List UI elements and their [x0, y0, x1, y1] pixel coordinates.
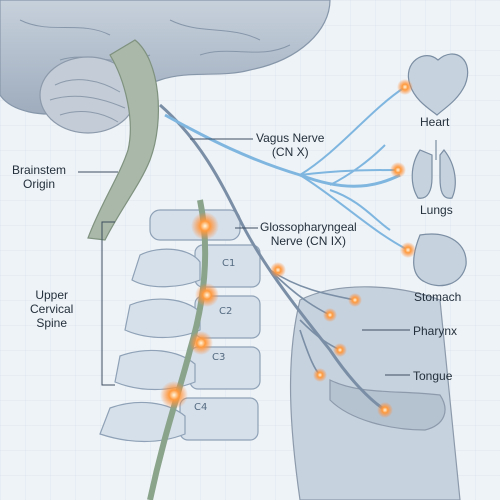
lungs-organ	[411, 140, 456, 199]
glow-c4	[160, 381, 188, 409]
vagus-nerve-label: Vagus Nerve (CN X)	[256, 131, 324, 159]
brainstem	[87, 39, 159, 241]
vertebra-label-c3: C3	[212, 352, 226, 363]
brainstem-origin-label: Brainstem Origin	[12, 163, 66, 191]
upper-cervical-spine-label: Upper Cervical Spine	[30, 288, 73, 330]
glow-points	[160, 79, 416, 418]
stomach-label: Stomach	[414, 290, 462, 304]
glow-c1	[191, 212, 219, 240]
vertebra-label-c2: C2	[219, 306, 233, 317]
stomach-organ	[413, 233, 467, 287]
pharynx-label: Pharynx	[413, 324, 458, 338]
glossopharyngeal-nerve-label: Glossopharyngeal Nerve (CN IX)	[260, 220, 357, 248]
vertebra-label-c4: C4	[194, 402, 208, 413]
glossopharyngeal-nerve-label-line1: Glossopharyngeal	[260, 220, 357, 234]
glow-stomach	[400, 242, 416, 258]
pharynx-tongue-region	[289, 286, 461, 500]
cerebellum	[39, 56, 137, 134]
heart-label: Heart	[420, 115, 450, 129]
glow-heart	[397, 79, 413, 95]
glossopharyngeal-nerve-label-line2: Nerve (CN IX)	[270, 234, 347, 248]
vagus-nerve-label-line2: (CN X)	[271, 145, 309, 159]
glow-tongue	[377, 402, 393, 418]
vagus-nerve-path	[164, 113, 401, 188]
spinal-cord	[147, 199, 209, 500]
glow-pharynx	[333, 343, 347, 357]
lungs-label: Lungs	[420, 203, 453, 217]
glow-glosso-1	[270, 262, 286, 278]
glow-c3	[189, 331, 213, 355]
upper-cervical-spine-label-line2: Cervical	[30, 302, 74, 316]
brainstem-origin-label-line1: Brainstem	[12, 163, 67, 177]
cervical-spine	[99, 209, 261, 443]
glow-lungs	[390, 162, 406, 178]
upper-cervical-spine-label-line1: Upper	[35, 288, 69, 302]
tongue-label: Tongue	[413, 369, 453, 383]
brainstem-origin-label-line2: Origin	[23, 177, 56, 191]
vertebra-label-c1: C1	[222, 258, 236, 269]
glow-pharynx-2	[313, 368, 327, 382]
vagus-nerve-label-line1: Vagus Nerve	[256, 131, 325, 145]
heart-organ	[407, 53, 469, 116]
glow-glosso-2	[348, 293, 362, 307]
leader-lines	[78, 138, 410, 386]
glow-c2	[195, 283, 219, 307]
vagus-branches	[299, 86, 409, 251]
upper-cervical-spine-label-line3: Spine	[36, 316, 68, 330]
glow-glosso-3	[323, 308, 337, 322]
